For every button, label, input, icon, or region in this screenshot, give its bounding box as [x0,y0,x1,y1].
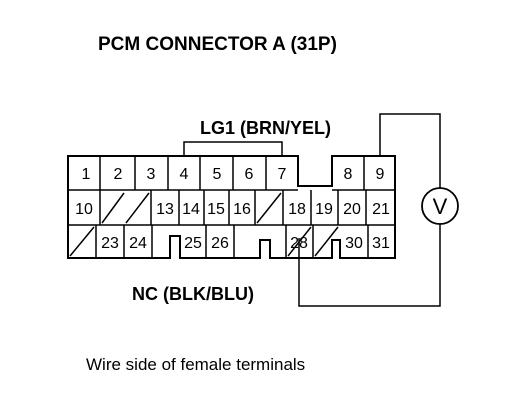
connector-outline [67,155,396,259]
pin-31: 31 [372,235,390,252]
pin-30: 30 [345,235,363,252]
pin-24: 24 [129,235,147,252]
terminal-grid [68,156,395,258]
lg1-bracket [183,141,283,156]
empty-cavity-marks [69,192,339,257]
diagram-title: PCM CONNECTOR A (31P) [98,34,337,55]
pin-1: 1 [82,166,91,183]
pin-numbers: 1 2 3 4 5 6 7 8 9 10 13 14 15 16 18 19 2… [75,166,390,252]
pin-5: 5 [213,166,222,183]
lg1-label: LG1 (BRN/YEL) [200,118,331,138]
pin-2: 2 [114,166,123,183]
pin-25: 25 [184,235,202,252]
voltmeter-symbol: V [433,194,448,219]
voltmeter-icon: V [421,187,459,225]
pin-16: 16 [233,201,251,218]
pin-23: 23 [101,235,119,252]
pin-18: 18 [288,201,306,218]
pin-13: 13 [156,201,174,218]
test-leads [298,113,441,307]
pin-14: 14 [182,201,200,218]
pin-9: 9 [376,166,385,183]
pin-21: 21 [372,201,390,218]
nc-label: NC (BLK/BLU) [132,284,254,304]
pin-4: 4 [180,166,189,183]
pin-8: 8 [344,166,353,183]
pin-15: 15 [207,201,225,218]
pin-26: 26 [211,235,229,252]
pin-3: 3 [147,166,156,183]
pin-19: 19 [315,201,333,218]
pin-20: 20 [343,201,361,218]
pin-7: 7 [278,166,287,183]
pin-10: 10 [75,201,93,218]
pin-6: 6 [245,166,254,183]
diagram-caption: Wire side of female terminals [86,355,305,374]
